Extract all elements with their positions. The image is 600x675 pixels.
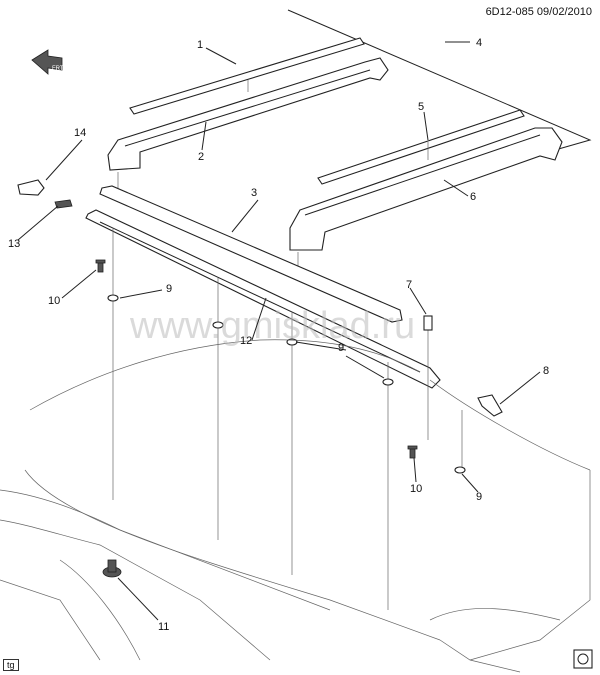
side-rail-12	[85, 209, 441, 389]
callout-8: 8	[543, 365, 549, 377]
callout-10a: 10	[48, 295, 60, 307]
callout-10b: 10	[410, 483, 422, 495]
callout-9b: 9	[338, 342, 344, 354]
clip-13	[54, 199, 73, 209]
crossbar-2	[107, 57, 389, 171]
crossbar-strip-3	[129, 37, 365, 115]
callout-9c: 9	[476, 491, 482, 503]
callouts: 1 2 3 4 5 6 7 8 9 9 9 10 10 11 12 13 14	[8, 37, 549, 633]
side-rail-1	[99, 185, 403, 323]
callout-11: 11	[158, 621, 169, 633]
drop-lines	[112, 228, 463, 610]
callout-4-bracket	[287, 9, 592, 151]
callout-2: 2	[198, 151, 204, 163]
screw-7	[423, 315, 433, 331]
callout-13: 13	[8, 238, 20, 250]
corner-tag: tg	[3, 659, 19, 671]
end-cap-8	[477, 394, 503, 417]
nut-11	[102, 559, 122, 578]
callout-9a: 9	[166, 283, 172, 295]
callout-3: 1	[197, 39, 203, 51]
document-id: 6D12-085 09/02/2010	[485, 6, 592, 18]
crossbar-strip-5	[317, 109, 525, 185]
grommet-9-group	[107, 294, 466, 474]
bolt-10-lower	[407, 445, 418, 459]
alignment-lines	[117, 80, 429, 268]
watermark: www.gmisklad.ru	[129, 305, 415, 347]
callout-12: 12	[240, 335, 252, 347]
callout-5: 5	[418, 101, 424, 113]
leader-lines	[17, 47, 541, 621]
gauge-icon	[573, 649, 593, 669]
crossbar-6	[289, 127, 563, 251]
front-arrow-icon: FRT	[31, 49, 64, 75]
callout-1: 3	[251, 187, 257, 199]
end-cap-14	[17, 179, 45, 196]
callout-14: 14	[74, 127, 86, 139]
callout-7: 7	[406, 279, 412, 291]
callout-6: 6	[470, 191, 476, 203]
svg-text:FRT: FRT	[52, 66, 64, 72]
bolt-10-upper	[95, 259, 106, 273]
vehicle-roof-outline	[0, 339, 591, 673]
callout-4: 4	[476, 37, 482, 49]
